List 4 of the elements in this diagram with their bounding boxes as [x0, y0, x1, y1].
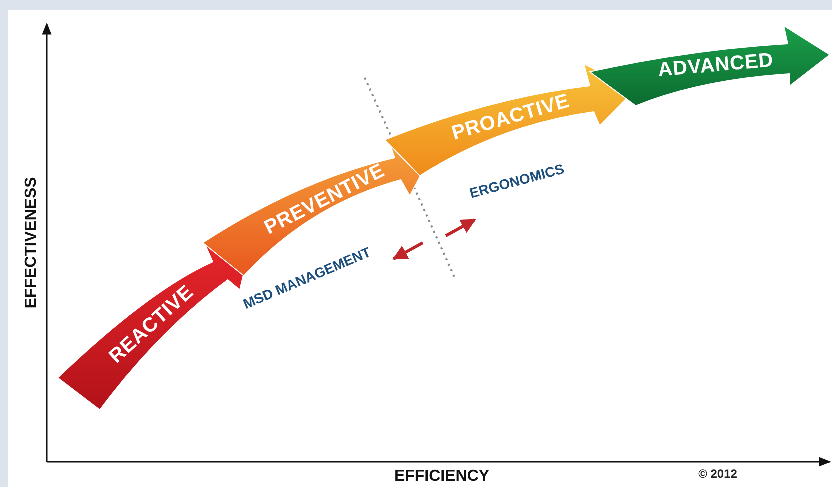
- axis-label: EFFECTIVENESS: [23, 177, 41, 309]
- stage-label: ADVANCED: [657, 50, 775, 82]
- copyright-note: © 2012: [698, 467, 738, 481]
- axis-label: EFFICIENCY: [394, 468, 490, 486]
